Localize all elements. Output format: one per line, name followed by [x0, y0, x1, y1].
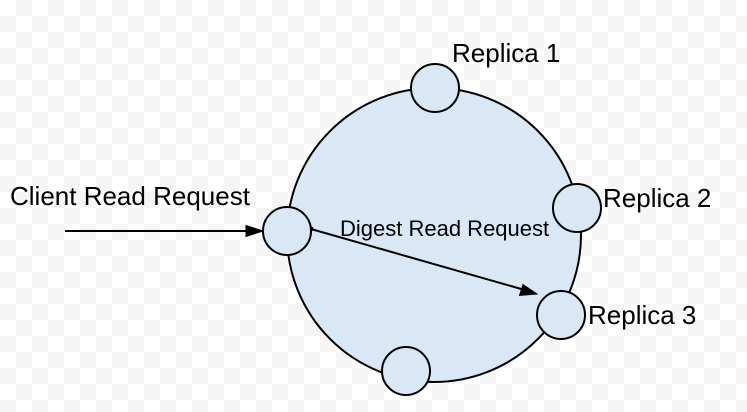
digest-read-arrowhead-icon: [518, 283, 539, 297]
digest-read-arrow-line: [310, 228, 524, 291]
node-replica-3: [536, 290, 586, 340]
node-replica-2: [552, 183, 602, 233]
node-replica-1: [410, 63, 460, 113]
client-read-request-label: Client Read Request: [10, 181, 251, 211]
node-bottom-unlabeled: [381, 346, 431, 396]
replica-3-label: Replica 3: [588, 300, 696, 330]
digest-read-request-label: Digest Read Request: [340, 216, 549, 241]
replica-2-label: Replica 2: [603, 183, 711, 213]
client-read-arrowhead-icon: [245, 224, 265, 238]
node-coordinator: [262, 206, 312, 256]
replica-1-label: Replica 1: [452, 38, 560, 68]
